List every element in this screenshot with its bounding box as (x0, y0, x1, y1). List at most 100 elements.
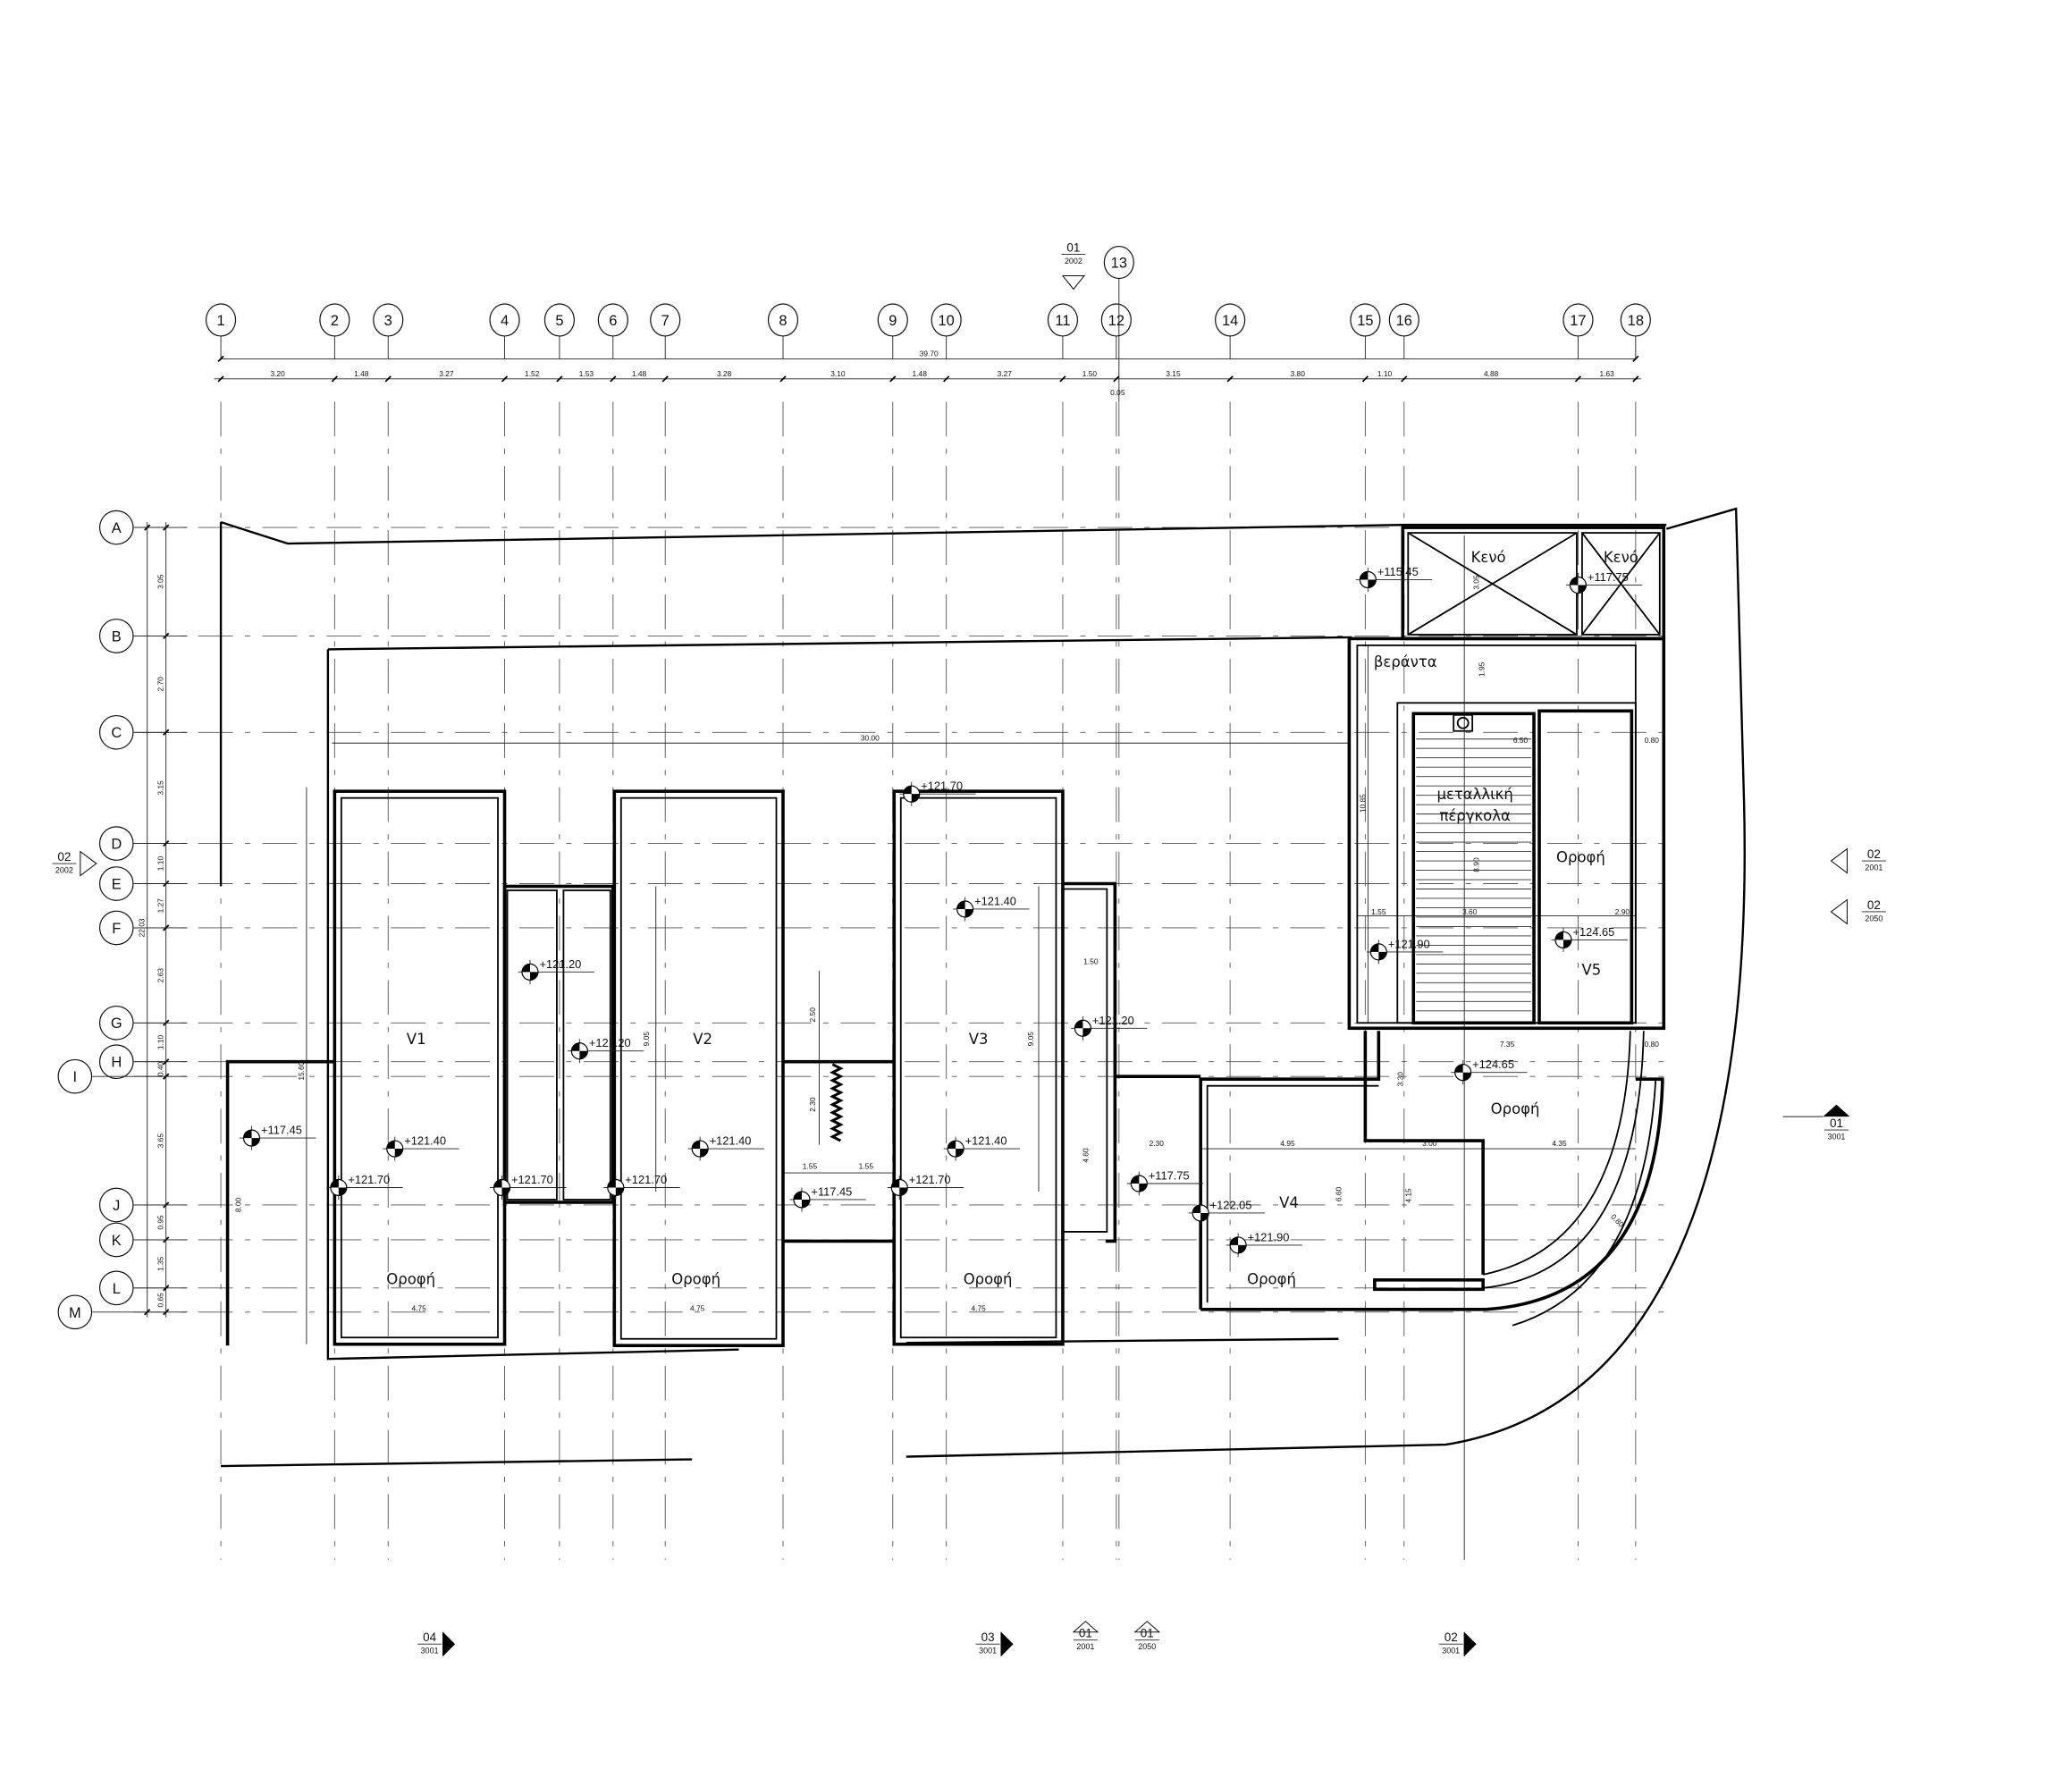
section-number: 04 (423, 1631, 436, 1644)
level-marker: +121.70 (326, 1173, 403, 1200)
grid-bubble (319, 303, 350, 337)
grid-column-label: 3 (384, 313, 392, 329)
grid-column-label: 7 (661, 313, 670, 329)
dimension-label: 4.35 (1552, 1139, 1567, 1148)
level-marker: +121.40 (687, 1134, 765, 1161)
grid-bubble (98, 1222, 134, 1258)
dimension-label: 3.27 (439, 369, 454, 378)
dimension-label: 9.05 (642, 1032, 651, 1047)
level-marker: +121.70 (899, 779, 976, 806)
dimension-tick (331, 375, 338, 383)
level-marker: +121.70 (887, 1173, 964, 1200)
level-marker: +121.90 (1366, 937, 1444, 965)
dimension-label: 1.27 (156, 898, 165, 914)
section-arrow-icon (1133, 1621, 1161, 1633)
level-symbol-fill (692, 1141, 709, 1158)
room-label: Οροφή (1556, 849, 1605, 866)
section-sheet: 2002 (55, 866, 73, 875)
dimension-tick (1226, 375, 1234, 383)
level-value: +121.40 (404, 1134, 446, 1148)
building-v3 (892, 789, 1201, 1346)
dimension-label: 0.05 (1110, 388, 1125, 397)
dimension-label: 1.52 (525, 369, 540, 378)
grid-bubble (98, 1270, 134, 1306)
grid-row-label: A (112, 520, 122, 536)
dimension-label: 1.63 (1599, 369, 1614, 378)
grid-bubble (931, 303, 962, 337)
dimension-label: 3.28 (717, 369, 732, 378)
level-symbol-fill (1131, 1176, 1148, 1192)
grid-bubble (1350, 303, 1381, 337)
section-arrow-icon (1830, 847, 1848, 874)
level-marker: +121.40 (953, 894, 1030, 922)
level-marker: +121.20 (518, 957, 594, 984)
dimension-label: 3.20 (271, 369, 286, 378)
section-arrow-icon (1061, 275, 1085, 291)
dimension-label: 3.05 (156, 574, 165, 589)
level-value: +117.45 (261, 1124, 302, 1137)
dimension-label: 4.75 (690, 1303, 705, 1312)
room-label: βεράντα (1374, 653, 1437, 670)
room-label: V5 (1582, 961, 1602, 978)
dimension-label: 10.85 (1358, 794, 1367, 813)
level-marker: +117.75 (1126, 1169, 1204, 1196)
grid-column-label: 15 (1357, 313, 1373, 329)
section-sheet: 2050 (1138, 1642, 1156, 1651)
section-sheet: 2050 (1865, 914, 1882, 923)
room-label: Οροφή (386, 1270, 435, 1287)
dimension-label: 0.80 (1645, 1040, 1660, 1049)
level-symbol-fill (956, 900, 973, 917)
level-value: +117.45 (811, 1184, 852, 1198)
dimension-label: 4.15 (1403, 1188, 1412, 1203)
pergola-hatch (1416, 738, 1532, 1012)
grid-row-label: E (112, 876, 122, 892)
dimension-label: 7.35 (1500, 1040, 1515, 1049)
dimension-label: 3.80 (1291, 369, 1306, 378)
dimension-tick (1632, 375, 1639, 383)
dimension-label: 1.48 (632, 369, 647, 378)
grid-column-label: 12 (1108, 313, 1124, 329)
dimension-label: 0.40 (156, 1061, 165, 1076)
room-label: Οροφή (671, 1270, 720, 1287)
room-label: V2 (693, 1031, 712, 1048)
section-number: 02 (57, 850, 71, 864)
grid-bubble (1103, 245, 1134, 280)
grid-bubble (543, 303, 575, 337)
dimension-tick (943, 375, 950, 383)
dimension-label: 3.30 (1395, 1072, 1404, 1087)
dimension-label: 3.27 (998, 369, 1013, 378)
section-sheet: 2001 (1076, 1642, 1094, 1651)
level-symbol-fill (1230, 1236, 1247, 1253)
building-v1 (333, 789, 507, 1346)
grid-bubble (57, 1058, 93, 1094)
level-symbol-fill (521, 964, 538, 981)
section-number: 03 (981, 1631, 995, 1644)
level-value: +115.45 (1377, 565, 1419, 578)
grid-row-label: M (69, 1305, 81, 1321)
level-marker: +121.40 (383, 1134, 459, 1161)
grid-row-label: G (111, 1015, 122, 1032)
dimension-label: 3.65 (156, 1133, 165, 1149)
dimension-label: 3.15 (1166, 369, 1181, 378)
level-value: +121.40 (965, 1134, 1007, 1148)
grid-row-label: B (112, 628, 122, 645)
grid-bubble (1047, 303, 1079, 337)
level-value: +117.75 (1149, 1169, 1190, 1183)
level-symbol-fill (793, 1191, 810, 1208)
room-label: μεταλλική (1436, 786, 1512, 803)
dimension-label: 9.05 (1026, 1032, 1035, 1047)
room-label: V4 (1279, 1194, 1299, 1211)
dimension-tick (556, 375, 563, 383)
grid-row-label: C (111, 725, 122, 741)
grid-bubble (1620, 303, 1651, 337)
grid-row-label: J (113, 1198, 120, 1214)
grid-bubble (650, 303, 681, 337)
grid-bubble (98, 619, 134, 653)
level-value: +121.40 (974, 894, 1016, 907)
dimension-tick (661, 375, 669, 383)
section-number: 02 (1867, 847, 1881, 861)
room-label: Οροφή (964, 1270, 1013, 1287)
